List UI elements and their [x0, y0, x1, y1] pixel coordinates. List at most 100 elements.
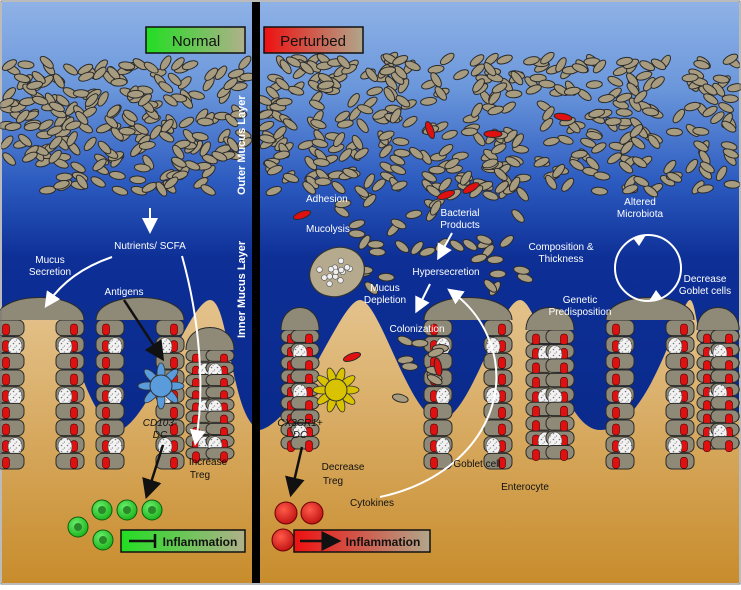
bacterium — [334, 110, 350, 123]
epithelial-cell — [545, 329, 575, 344]
epithelial-cell — [205, 410, 235, 423]
bacterium — [496, 54, 513, 65]
antigens-arrow — [122, 299, 165, 362]
dc-to-treg-arrow — [142, 444, 165, 500]
bacterium — [487, 105, 504, 116]
bacterium — [405, 209, 423, 220]
epithelial-cell — [710, 436, 740, 450]
bacterium — [334, 199, 352, 209]
bacterium — [342, 167, 359, 179]
enterocyte-label: Enterocyte — [501, 482, 549, 493]
cell-nucleus — [220, 451, 228, 464]
cell-nucleus — [102, 423, 110, 436]
cell-nucleus — [560, 449, 568, 461]
bacterium — [2, 87, 17, 101]
bacterium — [629, 124, 644, 138]
composition-label-1: Composition & — [528, 242, 593, 253]
villus-tip — [280, 307, 320, 331]
bacterium — [453, 69, 469, 81]
bacterium — [362, 193, 377, 208]
bacterium — [133, 123, 149, 135]
bacterium — [469, 54, 485, 67]
bacterium — [78, 71, 95, 82]
mucin-granule — [316, 266, 323, 273]
epithelial-cell — [605, 452, 635, 470]
bacterium — [604, 117, 622, 126]
bacterium — [334, 205, 350, 218]
bacterium — [171, 57, 185, 71]
bacterium — [545, 174, 558, 190]
bacterium — [395, 95, 411, 108]
bacterium — [665, 127, 683, 137]
bacterium — [13, 73, 31, 84]
bacterium — [159, 55, 172, 71]
treg-nucleus — [148, 506, 156, 514]
epithelial-cell — [95, 319, 125, 337]
bacterium — [429, 200, 442, 216]
inflammation-suppressed-box: Inflammation — [120, 529, 246, 553]
bacterium — [118, 126, 136, 136]
bacterium — [533, 156, 550, 168]
epithelial-cell — [483, 319, 513, 337]
cell-nucleus — [680, 323, 688, 336]
bacterium — [308, 99, 325, 111]
bacterium — [426, 374, 443, 386]
bacterium — [615, 92, 633, 103]
bacterium — [181, 60, 199, 71]
bacterium — [557, 134, 574, 145]
bacterium — [311, 138, 329, 148]
bacterium — [275, 77, 290, 91]
cell-nucleus — [70, 407, 78, 419]
bacterium — [715, 165, 728, 182]
epithelial-cell — [55, 352, 85, 370]
cytokines-feedback-arrow — [379, 288, 498, 498]
epithelial-cell — [545, 416, 575, 431]
cycle-arrow-head-bottom — [649, 290, 662, 301]
bacterium — [710, 111, 725, 125]
cx3cr1-dendritic-cell — [312, 367, 360, 413]
bacterium — [721, 120, 737, 133]
bacterium — [104, 115, 119, 129]
bacterium — [389, 108, 402, 124]
cell-nucleus — [430, 457, 438, 469]
bacterium — [394, 240, 410, 253]
cell-nucleus — [70, 323, 78, 336]
bacterium — [411, 338, 429, 348]
cx3cr1-dc-label-1: CX3CR1+ — [277, 418, 322, 429]
bacterium — [90, 176, 106, 188]
bacterium — [365, 67, 378, 82]
bacterium — [471, 102, 483, 118]
cell-nucleus — [560, 362, 568, 375]
mucin-granule — [337, 277, 344, 284]
bacterium — [702, 105, 718, 118]
villus-tip — [0, 297, 85, 321]
bacterium — [633, 176, 650, 187]
cell-nucleus — [560, 420, 568, 432]
nutrients-label: Nutrients/ SCFA — [114, 241, 186, 252]
bacterium — [31, 95, 49, 106]
bacterium — [685, 158, 699, 174]
cell-nucleus — [532, 377, 540, 389]
bacterium — [204, 67, 219, 81]
bacterium — [555, 57, 567, 73]
bacterium — [48, 149, 62, 164]
mucin-granule — [343, 264, 351, 271]
bacterium — [196, 117, 214, 127]
treg-nucleus — [123, 506, 131, 514]
bacterium — [493, 167, 508, 181]
cell-nucleus — [532, 449, 540, 461]
bacterium — [693, 60, 710, 70]
cell-nucleus — [498, 373, 506, 386]
bacterium — [38, 119, 54, 131]
bacterium — [366, 86, 384, 96]
cell-nucleus — [170, 407, 178, 419]
bacterium — [650, 58, 667, 71]
bacterium — [501, 101, 516, 114]
treg-nucleus — [98, 506, 106, 514]
bacterium — [357, 104, 374, 115]
bacterium — [83, 136, 97, 151]
cell-nucleus — [170, 357, 178, 369]
bacterium — [367, 240, 385, 249]
epithelial-cell — [605, 419, 635, 437]
dc-body — [324, 378, 348, 402]
